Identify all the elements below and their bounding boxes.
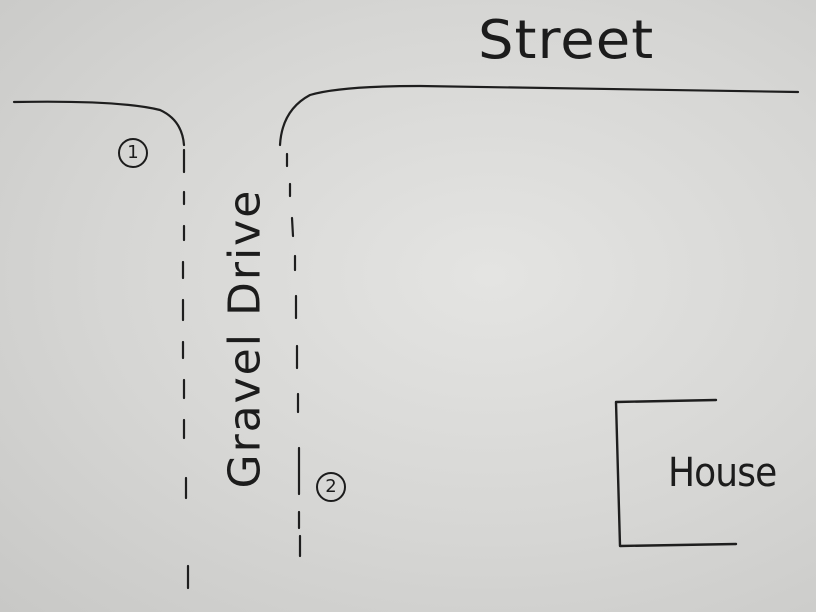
position-marker-1: 1 xyxy=(118,138,148,168)
drive-edge-left xyxy=(181,148,190,590)
gravel-drive-label: Gravel Drive xyxy=(219,188,271,489)
street-edge-left xyxy=(12,100,186,147)
position-marker-2: 2 xyxy=(316,472,346,502)
street-label: Street xyxy=(478,9,655,72)
drive-edge-right xyxy=(285,152,302,558)
house-outline xyxy=(614,398,738,548)
house-label: House xyxy=(668,450,777,496)
street-edge-right xyxy=(278,84,800,147)
